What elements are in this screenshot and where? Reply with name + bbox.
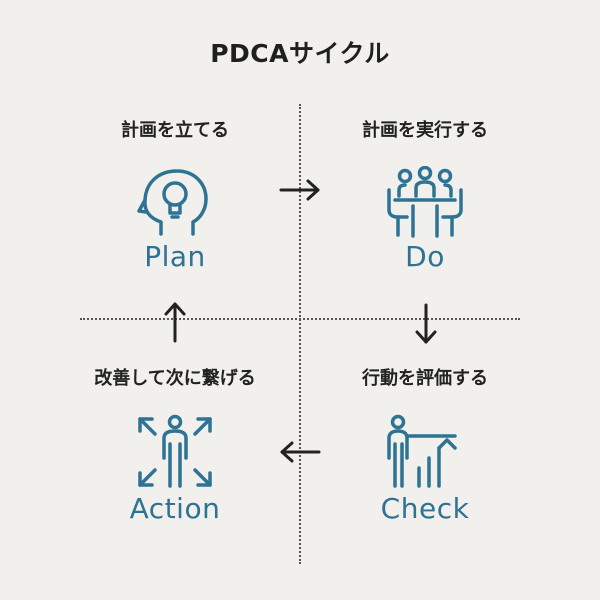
quadrant-do: 計画を実行する Do: [310, 118, 540, 273]
quadrant-check: 行動を評価する Check: [310, 366, 540, 525]
quadrant-heading: 計画を実行する: [362, 120, 488, 141]
arrow-right-icon: [279, 179, 320, 201]
arrow-up-icon: [164, 302, 186, 343]
head-lightbulb-icon: [137, 169, 208, 236]
quadrant-heading: 改善して次に繋げる: [94, 368, 256, 389]
vertical-divider: [299, 104, 301, 564]
horizontal-divider: [80, 318, 520, 320]
diagram-title: PDCAサイクル: [210, 39, 390, 68]
arrow-left-icon: [280, 441, 321, 463]
quadrant-plan: 計画を立てる Plan: [60, 118, 290, 273]
quadrant-label: Plan: [144, 240, 206, 273]
quadrant-action: 改善して次に繋げる Action: [60, 366, 290, 525]
arrow-down-icon: [415, 303, 437, 344]
team-meeting-icon: [387, 166, 463, 238]
quadrant-label: Do: [405, 240, 445, 273]
quadrant-heading: 計画を立てる: [121, 120, 229, 141]
person-expand-arrows-icon: [138, 414, 212, 488]
person-bar-chart-icon: [387, 414, 457, 488]
quadrant-label: Check: [380, 492, 470, 525]
quadrant-heading: 行動を評価する: [362, 368, 488, 389]
quadrant-label: Action: [129, 492, 221, 525]
